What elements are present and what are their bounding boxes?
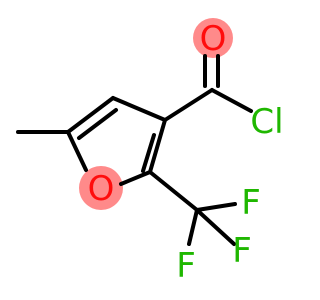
ring-bond-c5-c4 <box>66 96 115 134</box>
acyl-bond <box>163 88 214 122</box>
ring-bond-c3-c2-inner <box>141 133 156 173</box>
molecule-diagram: O Cl O F F F <box>16 18 284 286</box>
fluorine-label-2: F <box>176 246 196 286</box>
ring-bond-c5-c4-inner <box>77 108 118 140</box>
chlorine-label: Cl <box>250 102 283 142</box>
ring-oxygen-label: O <box>88 169 115 209</box>
ring-bond-c4-c3 <box>111 96 167 122</box>
carbonyl-oxygen-highlight <box>193 18 233 58</box>
cf3-fluorine-bond-3 <box>195 208 236 246</box>
bonds <box>16 54 253 246</box>
ring-bond-o-c2 <box>119 170 152 186</box>
cf3-fluorine-bond-2 <box>187 208 199 246</box>
carbon-chlorine-bond <box>210 88 253 113</box>
ring-oxygen-highlight <box>79 166 123 210</box>
cf3-bond <box>148 170 199 212</box>
fluorine-label-3: F <box>232 231 252 271</box>
carbonyl-oxygen-label: O <box>200 19 227 59</box>
molecule-canvas: O Cl O F F F <box>16 18 284 286</box>
cf3-fluorine-bond-1 <box>195 202 237 212</box>
fluorine-label-1: F <box>241 183 261 223</box>
ring-bond-c3-c2 <box>148 118 167 174</box>
ring-bond-c5-o <box>66 130 88 172</box>
